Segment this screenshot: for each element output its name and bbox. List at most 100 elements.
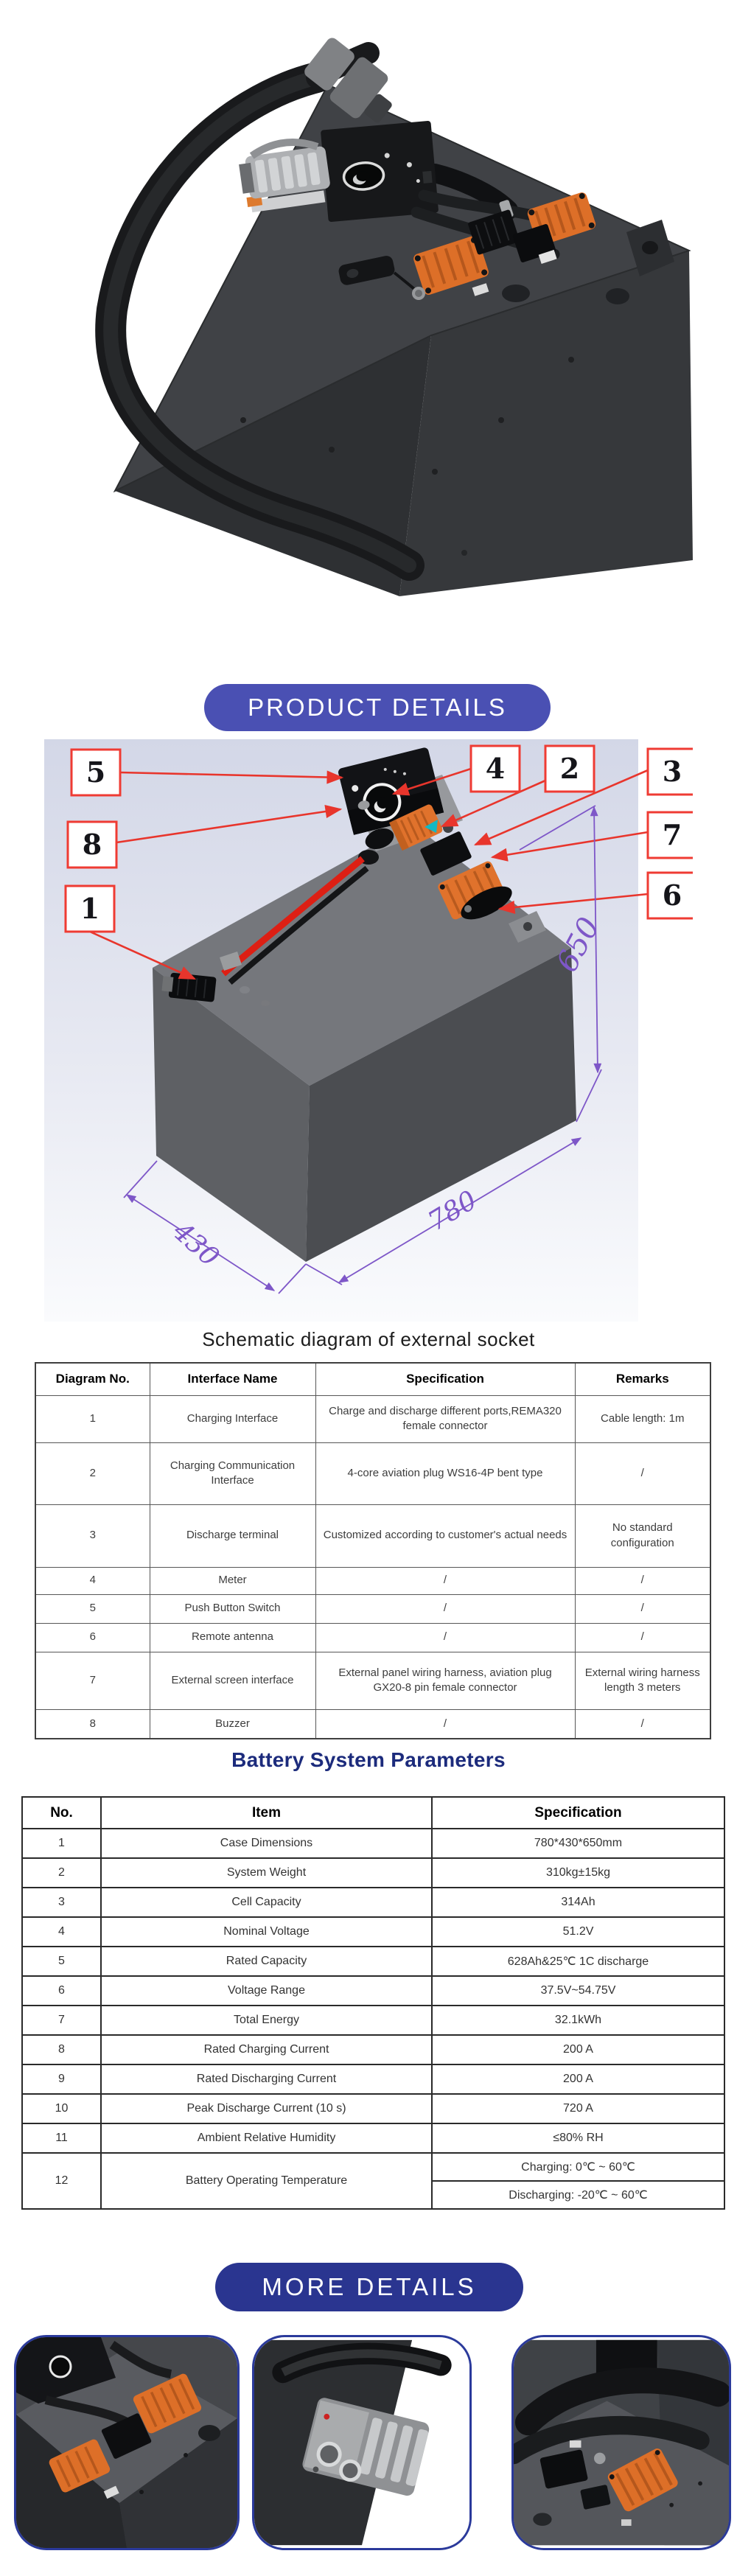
table-cell: Cell Capacity (100, 1887, 433, 1918)
table-header-row: Diagram No. Interface Name Specification… (35, 1362, 711, 1396)
table-header-cell: Diagram No. (35, 1362, 150, 1396)
table-row: 8 Rated Charging Current 200 A (21, 2034, 725, 2065)
table-row: 11 Ambient Relative Humidity ≤80% RH (21, 2123, 725, 2154)
table-cell: Remote antenna (149, 1622, 316, 1652)
callout-4: 4 (469, 744, 521, 793)
table-cell: / (574, 1622, 711, 1652)
table-cell: / (315, 1566, 576, 1595)
params-title: Battery System Parameters (231, 1748, 506, 1771)
table-cell: Buzzer (149, 1708, 316, 1739)
table-row: Discharging: -20℃ ~ 60℃ (22, 2180, 725, 2210)
table-cell: Charging: 0℃ ~ 60℃ (431, 2152, 725, 2182)
table-cell: Discharging: -20℃ ~ 60℃ (431, 2180, 725, 2210)
relay-box (539, 2449, 588, 2489)
table-row: 2 System Weight 310kg±15kg (21, 1857, 725, 1888)
svg-text:1: 1 (80, 892, 99, 925)
table-cell: Discharge terminal (149, 1504, 316, 1568)
table-cell: Charging Interface (149, 1395, 316, 1443)
detail-photo-3-art (514, 2339, 729, 2546)
table-cell: 8 (21, 2034, 102, 2065)
table-row: 7 Total Energy 32.1kWh (21, 2005, 725, 2036)
table-cell: 314Ah (431, 1887, 725, 1918)
table-cell: 4-core aviation plug WS16-4P bent type (315, 1442, 576, 1505)
bracket (220, 952, 242, 971)
svg-text:8: 8 (83, 828, 102, 861)
table-cell: Nominal Voltage (100, 1916, 433, 1947)
charging-plug (304, 38, 392, 123)
table-cell: 628Ah&25℃ 1C discharge (431, 1946, 725, 1977)
table-cell: 9 (21, 2064, 102, 2095)
table-row: 3 Discharge terminal Customized accordin… (35, 1504, 711, 1568)
table-cell: Rated Capacity (100, 1946, 433, 1977)
table-cell: 7 (35, 1651, 150, 1710)
table-cell: 4 (35, 1566, 150, 1595)
diagram-connectors (358, 804, 512, 920)
table-header-cell: Remarks (574, 1362, 711, 1396)
table-cell: 200 A (431, 2064, 725, 2095)
socket-table: Diagram No. Interface Name Specification… (35, 1362, 711, 1739)
detail-photo-top-connectors (14, 2335, 240, 2550)
schematic-diagram: 650 430 780 5 4 2 3 8 (44, 739, 693, 1322)
callout-6: 6 (646, 871, 693, 920)
svg-text:2: 2 (560, 752, 579, 785)
table-cell: Cable length: 1m (574, 1395, 711, 1443)
table-row: 5 Rated Capacity 628Ah&25℃ 1C discharge (21, 1946, 725, 1977)
table-header-cell: Interface Name (149, 1362, 316, 1396)
table-header-cell: Specification (315, 1362, 576, 1396)
orange-connector (607, 2448, 678, 2512)
table-cell: / (574, 1442, 711, 1505)
table-cell: 11 (21, 2123, 102, 2154)
callout-2: 2 (544, 744, 595, 793)
table-row: 4 Meter / / (35, 1566, 711, 1595)
table-row: 1 Charging Interface Charge and discharg… (35, 1395, 711, 1443)
callout-3: 3 (646, 747, 693, 796)
remote-antenna (461, 886, 512, 920)
detail-photo-2-art (254, 2339, 469, 2546)
table-cell: / (315, 1708, 576, 1739)
table-cell: Customized according to customer's actua… (315, 1504, 576, 1568)
product-details-banner[interactable]: PRODUCT DETAILS (204, 684, 551, 731)
table-row: 8 Buzzer / / (35, 1708, 711, 1739)
cable-gland (412, 287, 425, 300)
table-row: 4 Nominal Voltage 51.2V (21, 1916, 725, 1947)
table-cell: Peak Discharge Current (10 s) (100, 2093, 433, 2124)
cyan-arrow (425, 820, 438, 833)
table-cell: Rated Charging Current (100, 2034, 433, 2065)
table-cell: Push Button Switch (149, 1594, 316, 1624)
leader-lines (89, 767, 649, 980)
diagram-caption: Schematic diagram of external socket (202, 1328, 535, 1350)
table-row: 7 External screen interface External pan… (35, 1651, 711, 1710)
detail-photo-wiring-harness (511, 2335, 731, 2550)
table-row: 5 Push Button Switch / / (35, 1594, 711, 1624)
table-cell: 5 (21, 1946, 102, 1977)
callout-5: 5 (70, 748, 122, 797)
table-cell: / (574, 1566, 711, 1595)
params-table: No. Item Specification 1 Case Dimensions… (21, 1796, 725, 2210)
cable-loom (514, 2367, 729, 2436)
detail-photo-1-art (16, 2337, 237, 2548)
table-header-cell: No. (21, 1796, 102, 1829)
more-details-banner[interactable]: MORE DETAILS (215, 2263, 523, 2311)
table-cell: 3 (35, 1504, 150, 1568)
table-cell: 6 (21, 1975, 102, 2006)
table-cell: Total Energy (100, 2005, 433, 2036)
table-cell: Case Dimensions (100, 1828, 433, 1859)
table-row: 9 Rated Discharging Current 200 A (21, 2064, 725, 2095)
table-row: 12 Battery Operating Temperature Chargin… (21, 2152, 725, 2210)
orange-connector (133, 2373, 202, 2434)
deck-details (240, 220, 674, 556)
table-cell: 310kg±15kg (431, 1857, 725, 1888)
svg-text:7: 7 (663, 818, 682, 851)
table-cell: Rated Discharging Current (100, 2064, 433, 2095)
table-cell: / (315, 1594, 576, 1624)
table-cell: / (574, 1594, 711, 1624)
table-cell: 2 (35, 1442, 150, 1505)
callout-1: 1 (64, 884, 116, 933)
table-cell: 200 A (431, 2034, 725, 2065)
control-box (321, 121, 439, 222)
hero-product-photo (95, 38, 693, 596)
table-header-cell: Specification (431, 1796, 725, 1829)
table-cell: Charging Communication Interface (149, 1442, 316, 1505)
table-cell: Ambient Relative Humidity (100, 2123, 433, 2154)
fob-cable (393, 271, 416, 290)
